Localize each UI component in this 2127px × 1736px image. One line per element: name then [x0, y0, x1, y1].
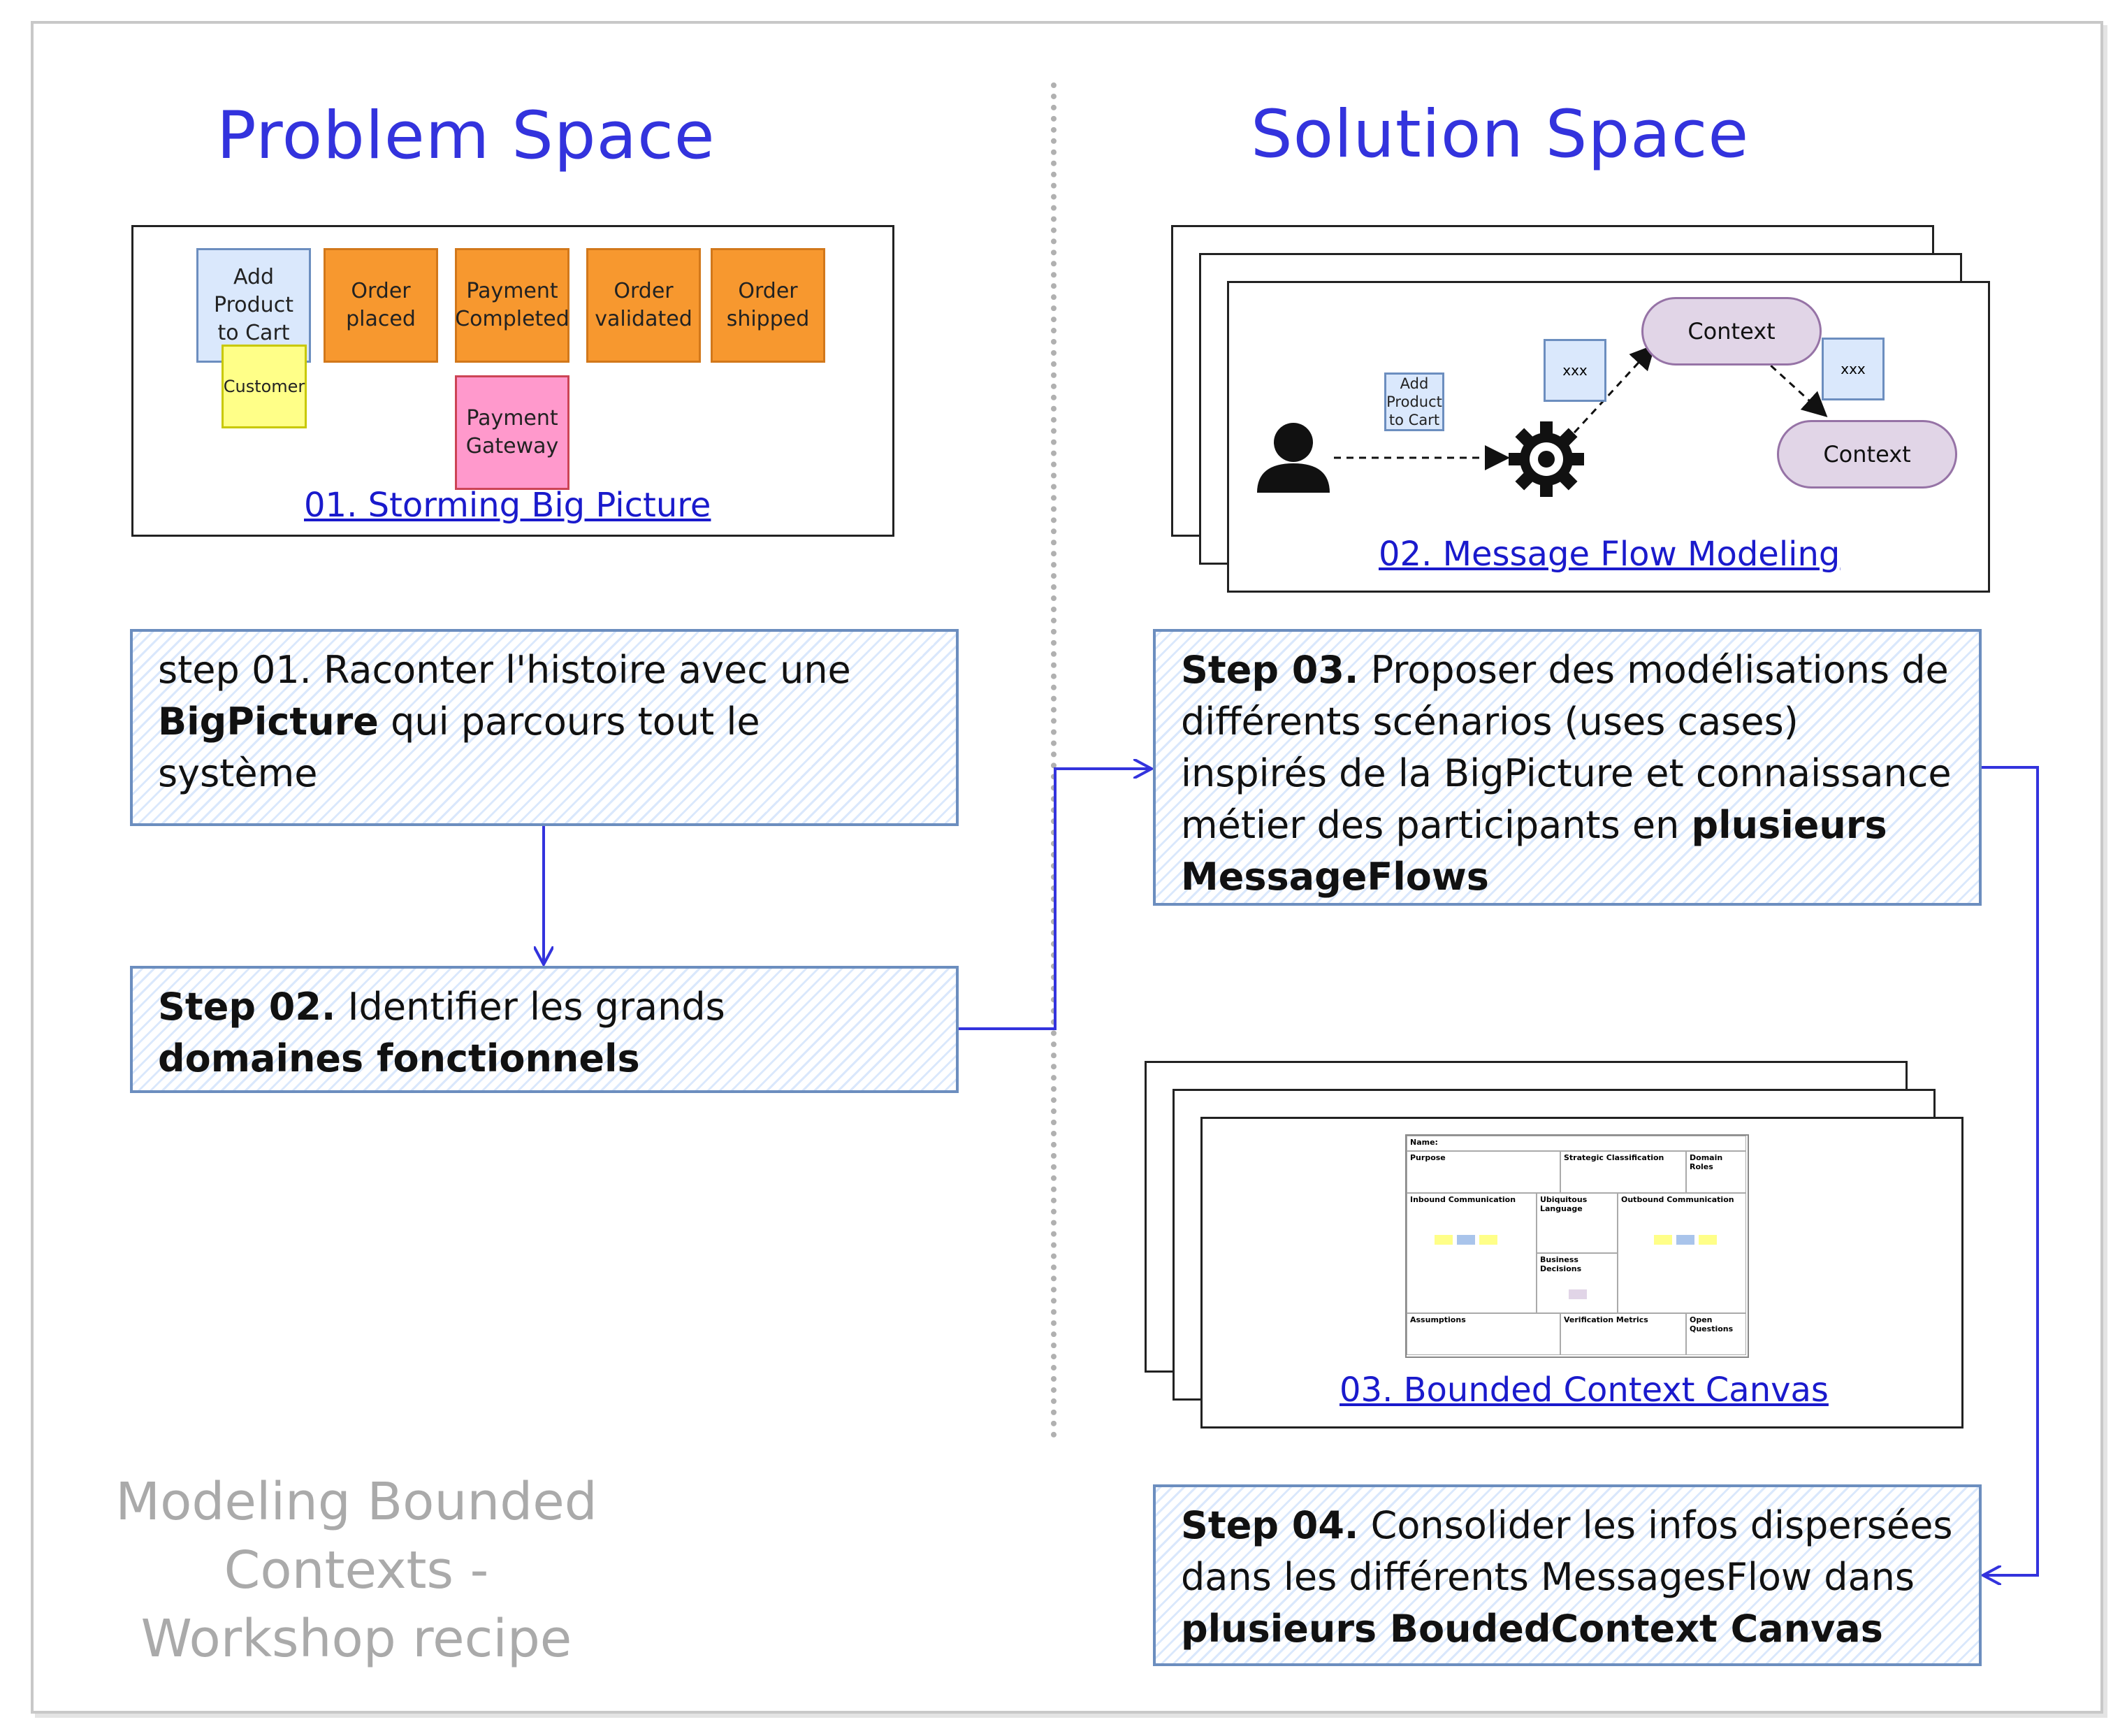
bounded-context-canvas-link[interactable]: 03. Bounded Context Canvas — [1340, 1370, 1829, 1410]
step-01-box: step 01. Raconter l'histoire avec une Bi… — [130, 629, 959, 826]
space-divider — [1051, 82, 1057, 1438]
step-01-bold: BigPicture — [158, 700, 379, 744]
canvas-verification: Verification Metrics — [1560, 1313, 1686, 1355]
command-sticky-add-product: Add Product to Cart — [196, 248, 311, 363]
step-03-bold: plusieurs MessageFlows — [1181, 803, 1887, 899]
context-cloud-bottom: Context — [1777, 420, 1957, 489]
step-04-prefix: Step 04. — [1181, 1503, 1359, 1547]
context-cloud-top: Context — [1641, 297, 1822, 366]
problem-space-title: Problem Space — [217, 98, 716, 174]
step-03-box: Step 03. Proposer des modélisations de d… — [1153, 629, 1982, 906]
canvas-mini-sticky-4 — [1654, 1235, 1672, 1245]
step-03-middle: Proposer des modélisations de différents… — [1181, 648, 1952, 847]
bounded-context-canvas-panel: Name: Purpose Strategic Classification D… — [1200, 1117, 1963, 1428]
step-01-prefix: step 01. Raconter l'histoire avec une — [158, 648, 851, 692]
step-01-suffix: qui parcours tout le système — [158, 700, 760, 795]
external-system-sticky-payment-gateway: Payment Gateway — [455, 375, 569, 490]
step-04-bold: plusieurs BoudedContext Canvas — [1181, 1607, 1883, 1651]
solution-space-title: Solution Space — [1251, 96, 1750, 173]
step-02-bold: domaines fonctionnels — [158, 1036, 640, 1080]
step-04-middle: Consolider les infos dispersées dans les… — [1181, 1503, 1953, 1599]
message-flow-modeling-link[interactable]: 02. Message Flow Modeling — [1379, 535, 1841, 574]
canvas-purpose: Purpose — [1407, 1151, 1560, 1193]
step-02-prefix: Step 02. — [158, 985, 336, 1029]
arrow-step3-to-step4 — [1982, 766, 2039, 1575]
message-flow-panel: Add Product to Cart xxx xxx Context Cont… — [1227, 281, 1990, 593]
canvas-mini-sticky-5 — [1676, 1235, 1694, 1245]
storming-big-picture-link[interactable]: 01. Storming Big Picture — [304, 486, 711, 525]
event-sticky-payment-completed: Payment Completed — [455, 248, 569, 363]
canvas-mini-sticky-1 — [1435, 1235, 1453, 1245]
canvas-inbound: Inbound Communication — [1407, 1193, 1537, 1313]
bounded-context-canvas-thumbnail: Name: Purpose Strategic Classification D… — [1405, 1134, 1749, 1358]
message-flow-drawing — [1257, 344, 1828, 497]
event-sticky-order-placed: Order placed — [324, 248, 438, 363]
message-box-right: xxx — [1822, 338, 1885, 400]
storming-big-picture-panel: Add Product to Cart Customer Order place… — [131, 225, 894, 537]
step-04-box: Step 04. Consolider les infos dispersées… — [1153, 1484, 1982, 1666]
gear-icon — [1509, 421, 1584, 497]
event-sticky-order-validated: Order validated — [586, 248, 701, 363]
canvas-ubiquitous: Ubiquitous Language — [1537, 1193, 1618, 1253]
event-sticky-order-shipped: Order shipped — [711, 248, 825, 363]
user-icon — [1257, 423, 1330, 493]
canvas-assumptions: Assumptions — [1407, 1313, 1560, 1355]
step-02-middle: Identifier les grands — [335, 985, 725, 1029]
canvas-outbound: Outbound Communication — [1618, 1193, 1746, 1313]
canvas-mini-sticky-6 — [1699, 1235, 1717, 1245]
canvas-mini-sticky-7 — [1569, 1289, 1587, 1299]
step-03-prefix: Step 03. — [1181, 648, 1359, 692]
canvas-mini-sticky-2 — [1457, 1235, 1475, 1245]
canvas-strategic: Strategic Classification — [1560, 1151, 1686, 1193]
arrow-step2-to-step3 — [959, 769, 1150, 1030]
canvas-open-questions: Open Questions — [1686, 1313, 1746, 1355]
command-sticky-add-product-small: Add Product to Cart — [1384, 372, 1444, 431]
actor-sticky-customer: Customer — [222, 345, 307, 428]
canvas-mini-sticky-3 — [1479, 1235, 1497, 1245]
canvas-domain-roles: Domain Roles — [1686, 1151, 1746, 1193]
workshop-recipe-title: Modeling Bounded Contexts - Workshop rec… — [115, 1472, 597, 1669]
canvas-business-decisions: Business Decisions — [1537, 1253, 1618, 1313]
step-02-box: Step 02. Identifier les grands domaines … — [130, 966, 959, 1093]
message-box-left: xxx — [1544, 339, 1606, 402]
canvas-name: Name: — [1407, 1136, 1746, 1151]
